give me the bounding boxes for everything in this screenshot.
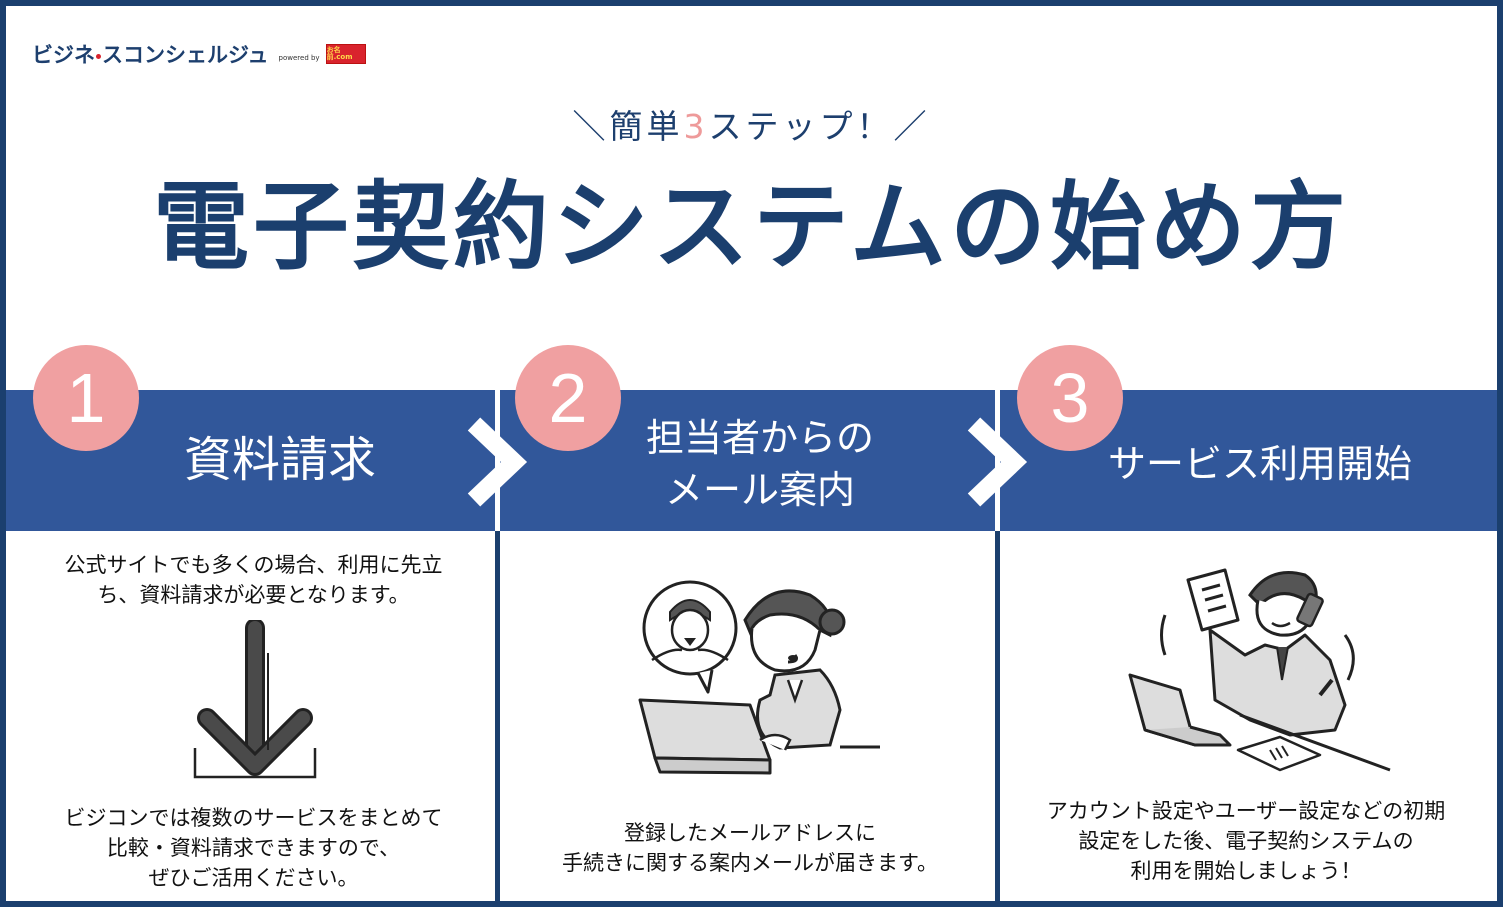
desc-line: ビジコンでは複数のサービスをまとめて (64, 806, 443, 830)
step-1-label: 資料請求 (183, 432, 376, 488)
desc-line: 比較・資料請求できますので、 (106, 836, 401, 860)
chevron-right-icon (467, 417, 528, 507)
column-divider-1 (495, 531, 500, 901)
subtitle-number: 3 (683, 107, 709, 146)
step-2-number-badge: 2 (515, 345, 621, 451)
chevron-right-icon (967, 417, 1028, 507)
step-1-description-bottom: ビジコンでは複数のサービスをまとめて 比較・資料請求できますので、 ぜひご活用く… (12, 803, 495, 893)
step-2-label-line-2: メール案内 (664, 468, 855, 512)
step-1-description-top: 公式サイトでも多くの場合、利用に先立 ち、資料請求が必要となります。 (12, 550, 495, 610)
desc-line: ぜひご活用ください。 (148, 866, 359, 890)
powered-by-label: powered by (278, 54, 320, 62)
logo-wordmark: ビジネスコンシェルジュ (32, 43, 269, 67)
desc-line: 公式サイトでも多くの場合、利用に先立 (64, 553, 443, 577)
step-3-description: アカウント設定やユーザー設定などの初期 設定をした後、電子契約システムの 利用を… (1002, 796, 1490, 886)
banner-gap-2 (995, 390, 1000, 531)
site-logo[interactable]: ビジネスコンシェルジュ powered by お名前.com (32, 39, 366, 69)
step-2-label-line-1: 担当者からの (645, 416, 874, 460)
desc-line: 手続きに関する案内メールが届きます。 (562, 851, 938, 875)
busy-businessman-illustration (1128, 568, 1391, 772)
page-title: 電子契約システムの始め方 (152, 171, 1351, 283)
subtitle: ＼簡単3ステップ！／ (0, 100, 1503, 148)
step-3-number-badge: 3 (1017, 345, 1123, 451)
desc-line: 設定をした後、電子契約システムの (1078, 829, 1414, 853)
banner-gap-1 (495, 390, 500, 531)
logo-red-dot (96, 53, 101, 59)
step-2-description: 登録したメールアドレスに 手続きに関する案内メールが届きます。 (505, 818, 995, 878)
step-3-label: サービス利用開始 (1107, 442, 1412, 486)
download-arrow-icon (193, 620, 317, 779)
step-1-number-badge: 1 (33, 345, 139, 451)
desc-line: 登録したメールアドレスに (624, 821, 876, 845)
column-divider-2 (995, 531, 1000, 901)
step-2-label: 担当者からの メール案内 (600, 412, 920, 516)
subtitle-prefix: ＼簡単 (572, 107, 684, 146)
steps-banner (6, 390, 1497, 531)
desc-line: ち、資料請求が必要となります。 (97, 583, 410, 607)
desc-line: 利用を開始しましょう！ (1130, 859, 1362, 883)
partner-badge: お名前.com (325, 44, 366, 64)
desc-line: アカウント設定やユーザー設定などの初期 (1046, 799, 1446, 823)
subtitle-suffix: ステップ！／ (708, 107, 931, 146)
operator-with-laptop-illustration (638, 580, 880, 775)
